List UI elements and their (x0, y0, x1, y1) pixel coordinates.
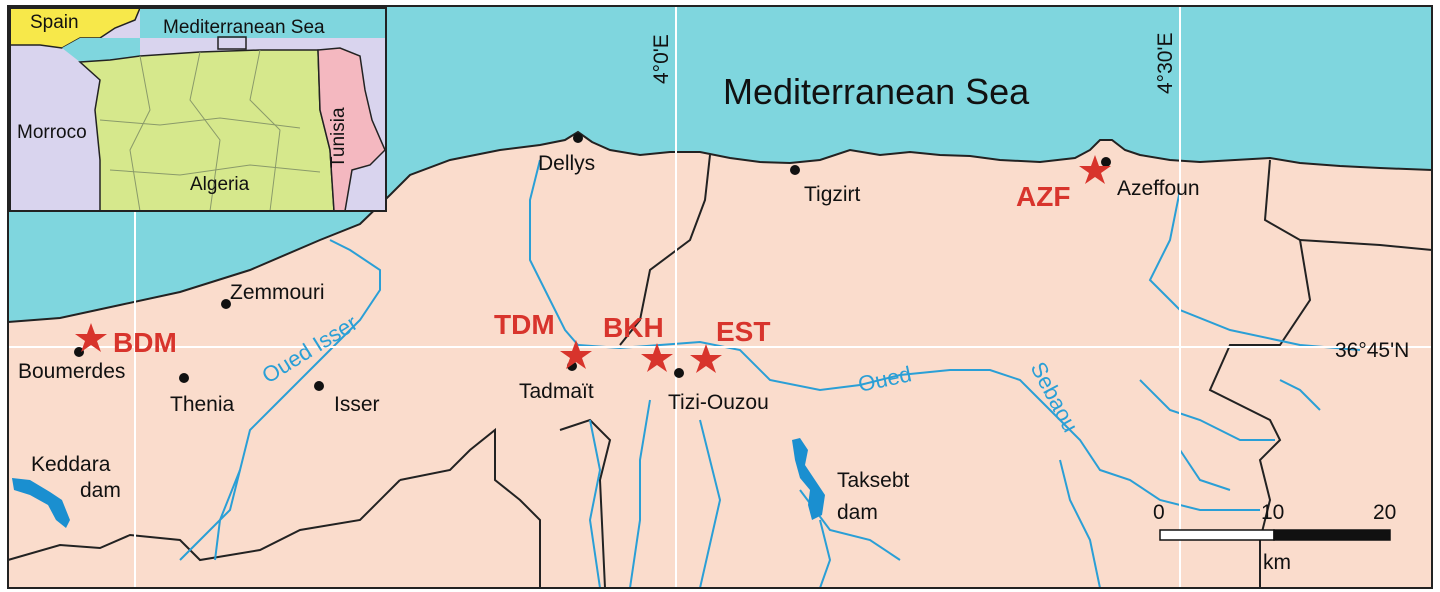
azf-label: AZF (1016, 181, 1070, 212)
thenia-label: Thenia (170, 393, 235, 416)
inset-tunisia (317, 47, 386, 212)
lat-label-36-45: 36°45'N (1335, 339, 1409, 362)
est-label: EST (716, 316, 770, 347)
inset-morocco-label: Morroco (17, 122, 87, 143)
keddara-dam (12, 478, 70, 528)
scale-bar (1159, 529, 1391, 541)
tigzirt-label: Tigzirt (804, 183, 861, 206)
sea-label: Mediterranean Sea (723, 71, 1030, 112)
boumerdes-marker (74, 347, 84, 357)
bkh-label: BKH (603, 312, 664, 343)
bdm-star (75, 323, 107, 352)
bkh-star (641, 343, 673, 372)
inset-map: Spain Mediterranean Sea Morroco Algeria … (9, 7, 387, 212)
tdm-label: TDM (494, 309, 555, 340)
zemmouri-label: Zemmouri (230, 281, 325, 304)
tadmait-label: Tadmaït (519, 380, 594, 403)
azeffoun-marker (1101, 157, 1111, 167)
keddara-dam-label-2: dam (80, 479, 121, 502)
graticule (8, 6, 1432, 588)
lon-label-4-30: 4°30'E (1154, 33, 1177, 94)
est-star (690, 344, 722, 373)
coastline (7, 130, 1433, 323)
inset-sea-gap (62, 38, 140, 62)
taksebt-dam (792, 438, 825, 520)
inset-provinces (99, 49, 321, 212)
tdm-star (560, 340, 592, 369)
map-border (7, 5, 1433, 589)
taksebt-dam-label-1: Taksebt (837, 469, 910, 492)
bdm-label: BDM (113, 327, 177, 358)
inset-sea (140, 8, 386, 38)
zemmouri-marker (221, 299, 231, 309)
lon-label-4-0: 4°0'E (650, 34, 673, 84)
scale-unit: km (1263, 551, 1291, 574)
azeffoun-label: Azeffoun (1117, 177, 1200, 200)
inset-study-area (217, 36, 247, 50)
dellys-marker (573, 133, 583, 143)
tizi-ouzou-marker (674, 368, 684, 378)
taksebt-dam-label-2: dam (837, 501, 878, 524)
inset-sea-label: Mediterranean Sea (163, 17, 325, 38)
azf-star (1079, 155, 1111, 184)
isser-marker (314, 381, 324, 391)
inset-spain-label: Spain (30, 12, 79, 33)
scale-label-10: 10 (1261, 501, 1284, 524)
inset-algeria-label: Algeria (190, 174, 250, 195)
tizi-ouzou-label: Tizi-Ouzou (668, 391, 769, 414)
boumerdes-label: Boumerdes (18, 360, 125, 383)
isser-label: Isser (334, 393, 380, 416)
tigzirt-marker (790, 165, 800, 175)
scale-label-20: 20 (1373, 501, 1396, 524)
dellys-label: Dellys (538, 152, 595, 175)
inset-tunisia-label: Tunisia (328, 107, 349, 168)
city-markers (74, 133, 1111, 391)
site-markers (75, 155, 1111, 373)
thenia-marker (179, 373, 189, 383)
keddara-dam-label-1: Keddara (31, 453, 111, 476)
scale-label-0: 0 (1153, 501, 1165, 524)
land-area (8, 132, 1432, 588)
